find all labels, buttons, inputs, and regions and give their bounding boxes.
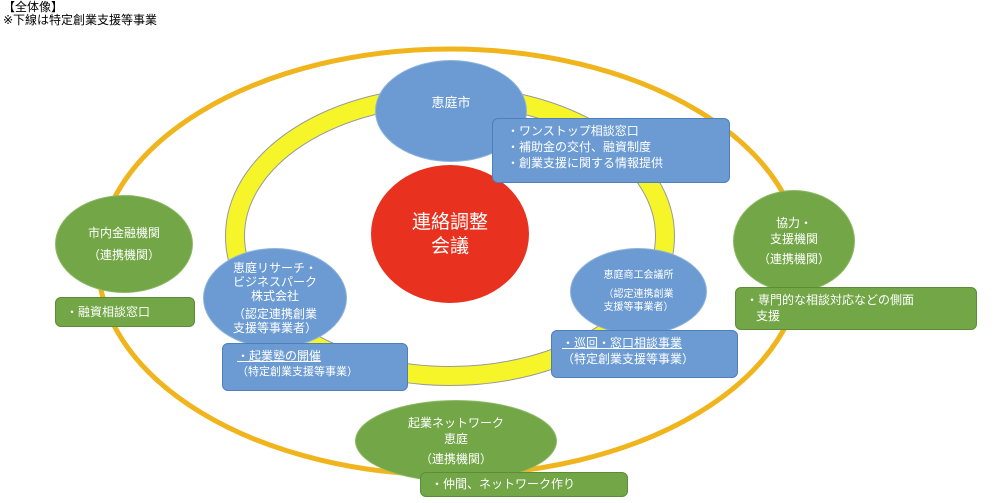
chamber-services: ・巡回・窓口相談事業 （特定創業支援等事業） — [551, 330, 738, 378]
chamber-name: 恵庭商工会議所 — [603, 270, 674, 281]
service-note: （特定創業支援等事業） — [562, 352, 695, 366]
support-services: ・専門的な相談対応などの側面 支援 — [735, 287, 977, 330]
support-node: 協力・ 支援機関 （連携機関） — [733, 190, 855, 292]
finance-services: ・融資相談窓口 — [55, 297, 195, 327]
network-node: 起業ネットワーク 恵庭 （連携機関） — [355, 400, 557, 482]
research-park-node: 恵庭リサーチ・ ビジネスパーク 株式会社 （認定連携創業 支援等事業者） — [203, 248, 347, 348]
network-name: 起業ネットワーク — [407, 416, 504, 430]
research-name: 恵庭リサーチ・ — [232, 261, 317, 275]
council-line1: 連絡調整 — [411, 211, 488, 233]
service-item: ・専門的な相談対応などの側面 — [746, 293, 915, 307]
network-name: 恵庭 — [443, 432, 468, 446]
support-role: （連携機関） — [757, 252, 830, 266]
finance-node: 市内金融機関 （連携機関） — [55, 195, 193, 293]
chamber-role: 支援等事業者） — [603, 302, 674, 313]
council-line2: 会議 — [430, 235, 469, 257]
research-services: ・起業塾の開催 （特定創業支援等事業） — [222, 343, 408, 391]
support-name: 協力・ — [775, 216, 812, 230]
coordination-council: 連絡調整 会議 — [371, 165, 529, 303]
network-services: ・仲間、ネットワーク作り — [420, 472, 628, 497]
service-item: ・巡回・窓口相談事業 — [562, 336, 683, 350]
service-item: ・創業支援に関する情報提供 — [507, 156, 664, 170]
eniwa-city-services: ・ワンストップ相談窓口 ・補助金の交付、融資制度 ・創業支援に関する情報提供 — [492, 118, 730, 183]
network-role: （連携機関） — [419, 452, 492, 466]
finance-name: 市内金融機関 — [87, 226, 160, 240]
service-item: ・起業塾の開催 — [237, 349, 322, 363]
eniwa-city-name: 恵庭市 — [431, 95, 471, 111]
support-name: 支援機関 — [769, 232, 818, 246]
service-note: （特定創業支援等事業） — [237, 365, 358, 378]
research-role: 支援等事業者） — [232, 321, 317, 335]
chamber-role: （認定連携創業 — [603, 289, 674, 300]
finance-role: （連携機関） — [87, 248, 160, 262]
service-item: ・仲間、ネットワーク作り — [431, 477, 576, 491]
service-item: ・融資相談窓口 — [66, 305, 151, 319]
research-name: ビジネスパーク — [232, 275, 317, 289]
chamber-node: 恵庭商工会議所 （認定連携創業 支援等事業者） — [570, 248, 707, 335]
service-item: ・ワンストップ相談窓口 — [507, 124, 639, 138]
service-item: 支援 — [756, 309, 781, 323]
research-role: （認定連携創業 — [232, 307, 317, 321]
research-name: 株式会社 — [250, 289, 299, 303]
service-item: ・補助金の交付、融資制度 — [507, 140, 652, 154]
header-note: ※下線は特定創業支援等事業 — [3, 13, 158, 27]
header-title: 【全体像】 — [3, 0, 64, 14]
